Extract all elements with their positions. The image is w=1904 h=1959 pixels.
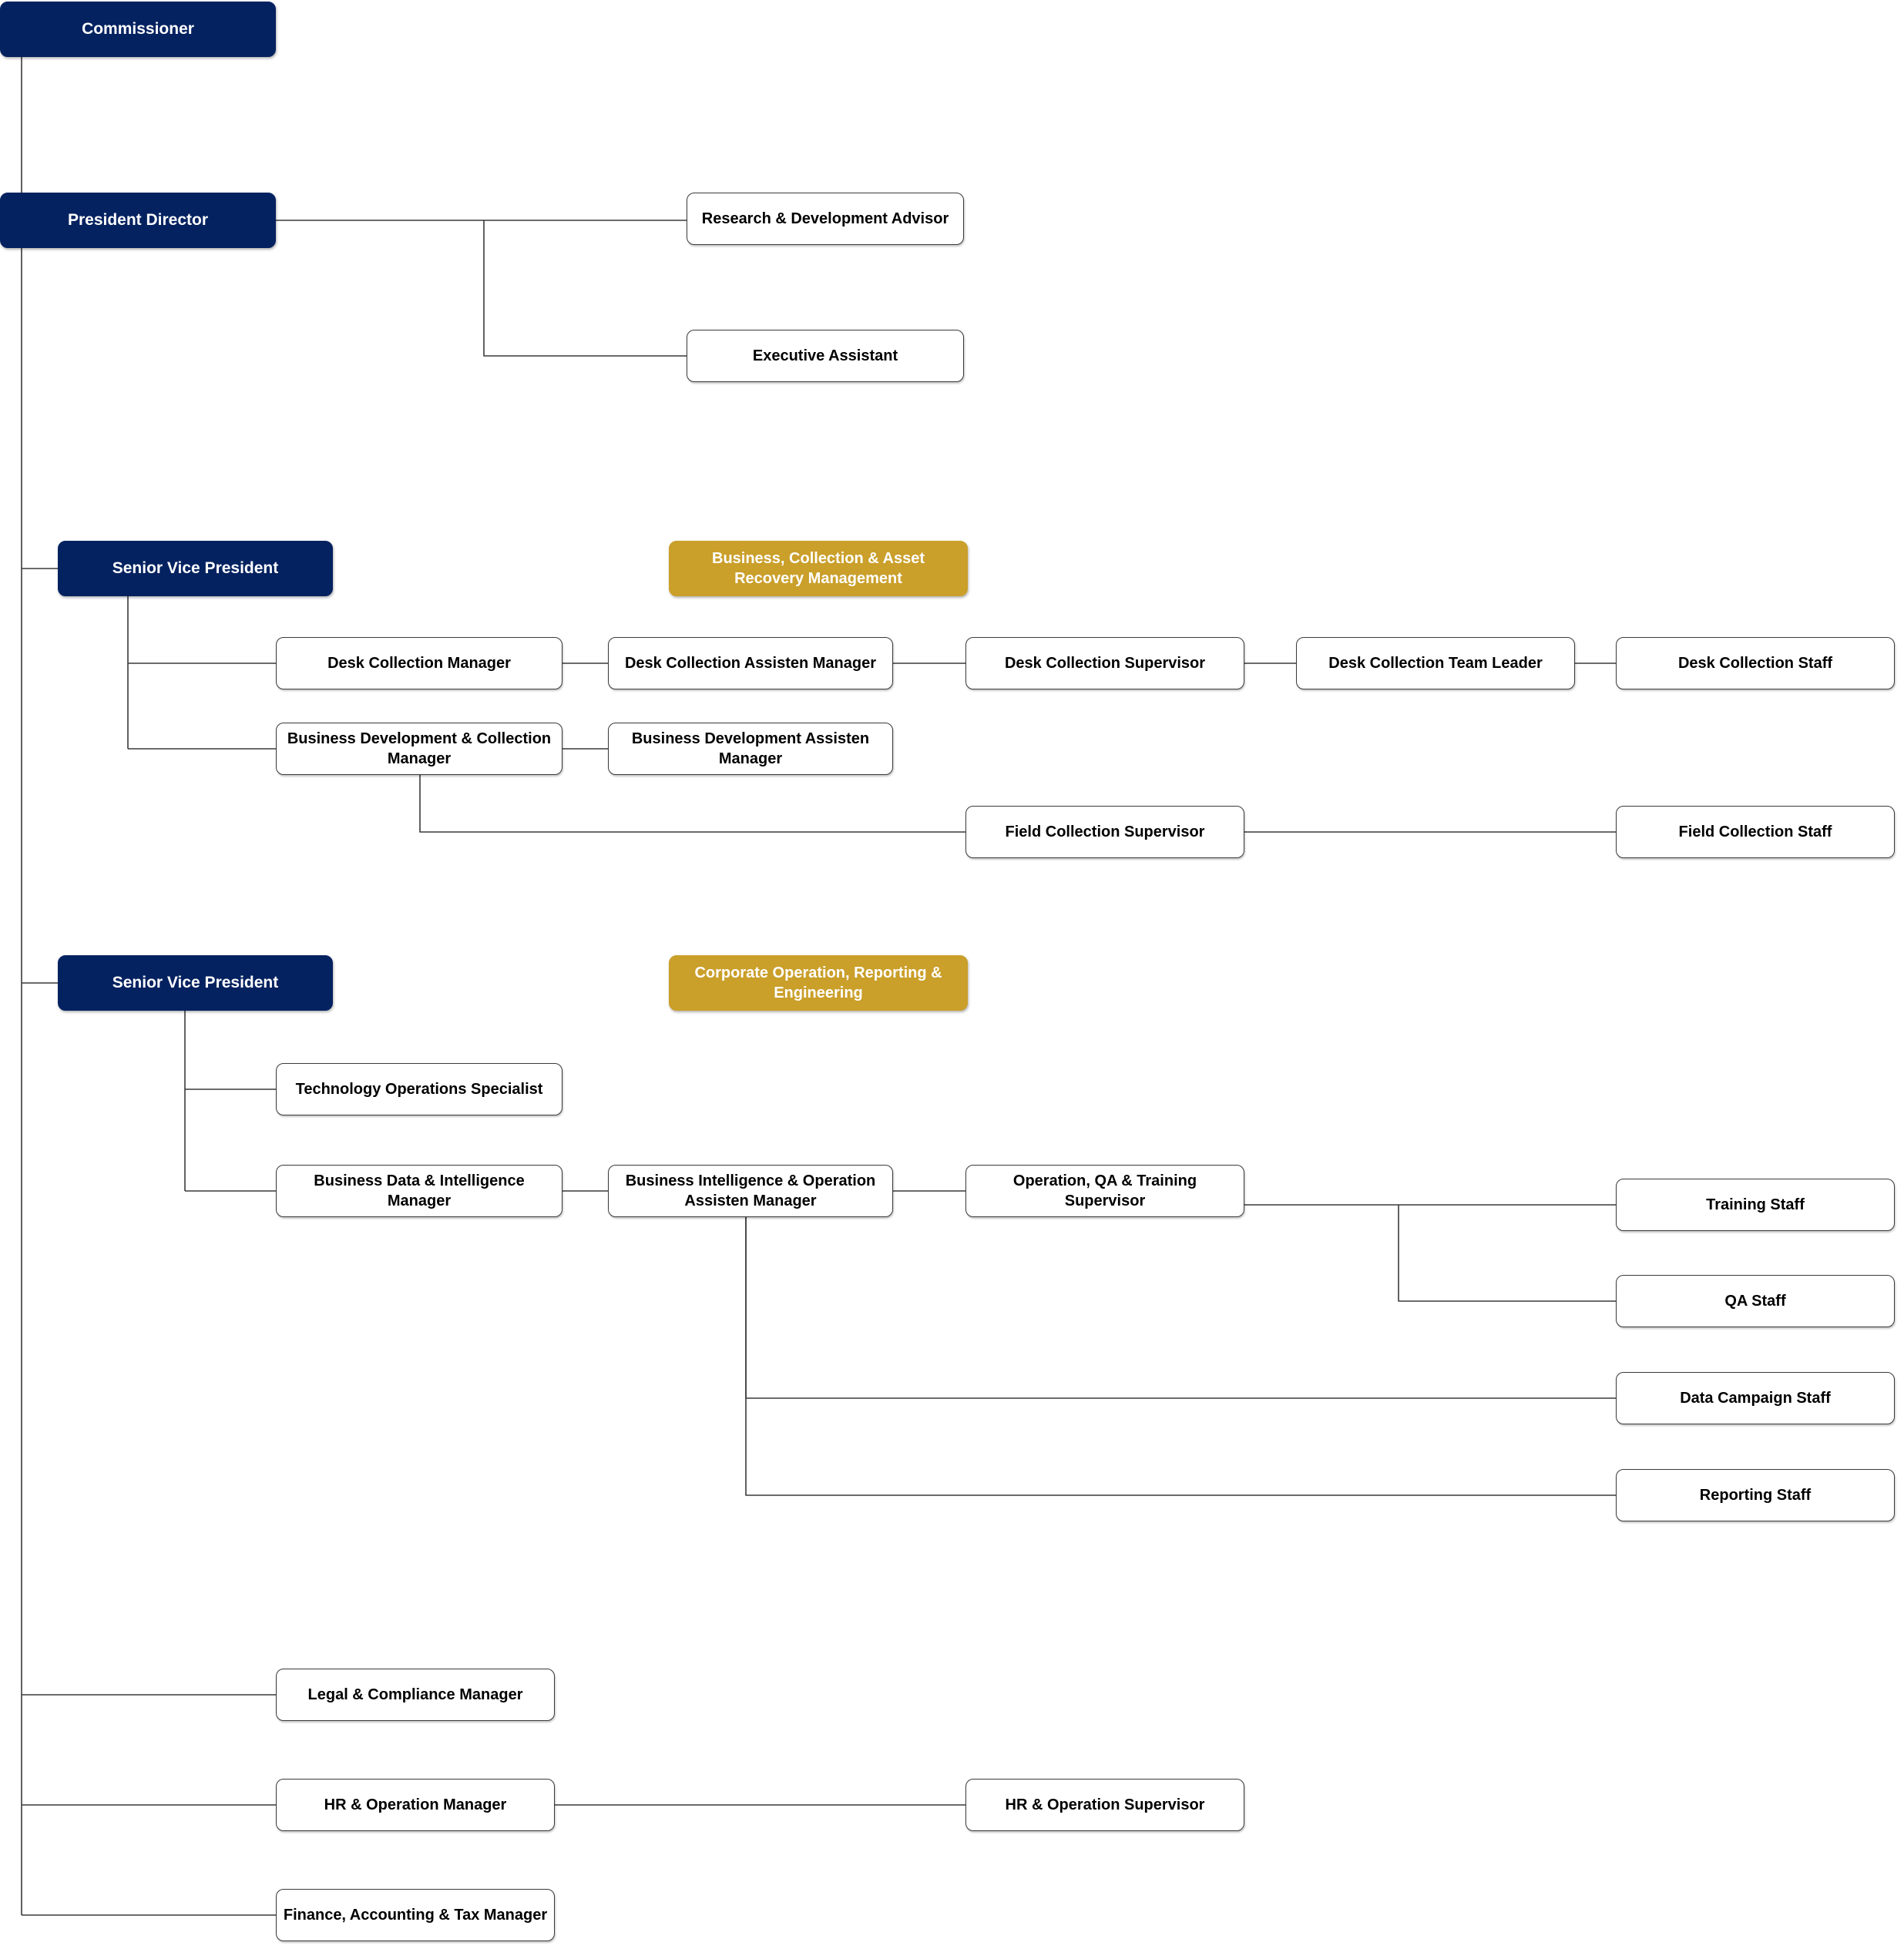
node-desk-collection-tl[interactable]: Desk Collection Team Leader: [1296, 637, 1575, 689]
node-label-president-director: President Director: [67, 211, 209, 230]
connector-ops-spv-to-qa: [1398, 1205, 1616, 1302]
node-desk-collection-asm[interactable]: Desk Collection Assisten Manager: [608, 637, 893, 689]
node-label-bi-ops-asm: Business Intelligence & Operation Assist…: [625, 1172, 876, 1209]
node-president-director[interactable]: President Director: [0, 193, 276, 248]
node-field-collection-staff[interactable]: Field Collection Staff: [1616, 806, 1895, 858]
node-label-finance-accounting-tax: Finance, Accounting & Tax Manager: [283, 1907, 548, 1924]
node-label-desk-collection-manager: Desk Collection Manager: [327, 655, 511, 672]
node-label-desk-collection-tl: Desk Collection Team Leader: [1328, 655, 1543, 672]
node-rnd-advisor[interactable]: Research & Development Advisor: [687, 193, 964, 245]
node-label-commissioner: Commissioner: [82, 20, 194, 39]
connector-bizdev-mgr-to-field-spv: [419, 775, 965, 833]
node-banner-corporate[interactable]: Corporate Operation, Reporting & Enginee…: [669, 955, 968, 1011]
node-label-training-staff: Training Staff: [1706, 1196, 1805, 1213]
node-training-staff[interactable]: Training Staff: [1616, 1179, 1895, 1231]
connector-president-to-exec-assistant: [483, 220, 687, 357]
node-bi-ops-asm[interactable]: Business Intelligence & Operation Assist…: [608, 1165, 893, 1217]
node-label-field-collection-staff: Field Collection Staff: [1678, 824, 1832, 840]
node-executive-assistant[interactable]: Executive Assistant: [687, 330, 964, 382]
node-reporting-staff[interactable]: Reporting Staff: [1616, 1469, 1895, 1521]
node-label-hr-operation-spv: HR & Operation Supervisor: [1005, 1796, 1205, 1813]
node-label-svp-corporate: Senior Vice President: [112, 974, 279, 992]
node-commissioner[interactable]: Commissioner: [0, 2, 276, 57]
node-finance-accounting-tax[interactable]: Finance, Accounting & Tax Manager: [276, 1889, 555, 1941]
node-qa-staff[interactable]: QA Staff: [1616, 1275, 1895, 1327]
node-label-hr-operation-mgr: HR & Operation Manager: [324, 1796, 507, 1813]
node-svp-corporate[interactable]: Senior Vice President: [58, 955, 333, 1011]
connector-bi-asm-to-reporting: [745, 1217, 1616, 1496]
node-label-reporting-staff: Reporting Staff: [1699, 1487, 1812, 1504]
node-banner-business[interactable]: Business, Collection & Asset Recovery Ma…: [669, 541, 968, 596]
connector-bi-asm-to-data-campaign: [745, 1217, 1616, 1399]
node-label-desk-collection-staff: Desk Collection Staff: [1677, 655, 1833, 672]
node-desk-collection-manager[interactable]: Desk Collection Manager: [276, 637, 562, 689]
node-field-collection-spv[interactable]: Field Collection Supervisor: [965, 806, 1244, 858]
node-data-campaign-staff[interactable]: Data Campaign Staff: [1616, 1372, 1895, 1424]
node-tech-ops-specialist[interactable]: Technology Operations Specialist: [276, 1063, 562, 1115]
node-label-bizdata-intel-mgr: Business Data & Intelligence Manager: [314, 1172, 525, 1209]
node-label-tech-ops-specialist: Technology Operations Specialist: [295, 1081, 543, 1098]
node-label-qa-staff: QA Staff: [1724, 1293, 1786, 1310]
node-desk-collection-staff[interactable]: Desk Collection Staff: [1616, 637, 1895, 689]
node-ops-qa-training-spv[interactable]: Operation, QA & Training Supervisor: [965, 1165, 1244, 1217]
node-hr-operation-spv[interactable]: HR & Operation Supervisor: [965, 1779, 1244, 1831]
node-label-data-campaign-staff: Data Campaign Staff: [1680, 1390, 1831, 1407]
node-legal-compliance-mgr[interactable]: Legal & Compliance Manager: [276, 1669, 555, 1721]
node-svp-business[interactable]: Senior Vice President: [58, 541, 333, 596]
node-label-legal-compliance-mgr: Legal & Compliance Manager: [307, 1686, 523, 1703]
node-bizdev-asm[interactable]: Business Development Assisten Manager: [608, 723, 893, 775]
node-label-bizdev-collection-mgr: Business Development & Collection Manage…: [287, 730, 552, 767]
node-label-banner-corporate: Corporate Operation, Reporting & Enginee…: [694, 964, 942, 1001]
node-desk-collection-spv[interactable]: Desk Collection Supervisor: [965, 637, 1244, 689]
node-label-executive-assistant: Executive Assistant: [752, 347, 898, 364]
node-label-ops-qa-training-spv: Operation, QA & Training Supervisor: [1012, 1172, 1197, 1209]
node-label-bizdev-asm: Business Development Assisten Manager: [631, 730, 870, 767]
node-label-field-collection-spv: Field Collection Supervisor: [1005, 824, 1205, 840]
node-label-rnd-advisor: Research & Development Advisor: [701, 210, 949, 227]
node-label-svp-business: Senior Vice President: [112, 559, 279, 578]
node-bizdata-intel-mgr[interactable]: Business Data & Intelligence Manager: [276, 1165, 562, 1217]
node-bizdev-collection-mgr[interactable]: Business Development & Collection Manage…: [276, 723, 562, 775]
node-label-banner-business: Business, Collection & Asset Recovery Ma…: [712, 550, 925, 587]
node-label-desk-collection-asm: Desk Collection Assisten Manager: [624, 655, 877, 672]
node-hr-operation-mgr[interactable]: HR & Operation Manager: [276, 1779, 555, 1831]
node-label-desk-collection-spv: Desk Collection Supervisor: [1004, 655, 1206, 672]
